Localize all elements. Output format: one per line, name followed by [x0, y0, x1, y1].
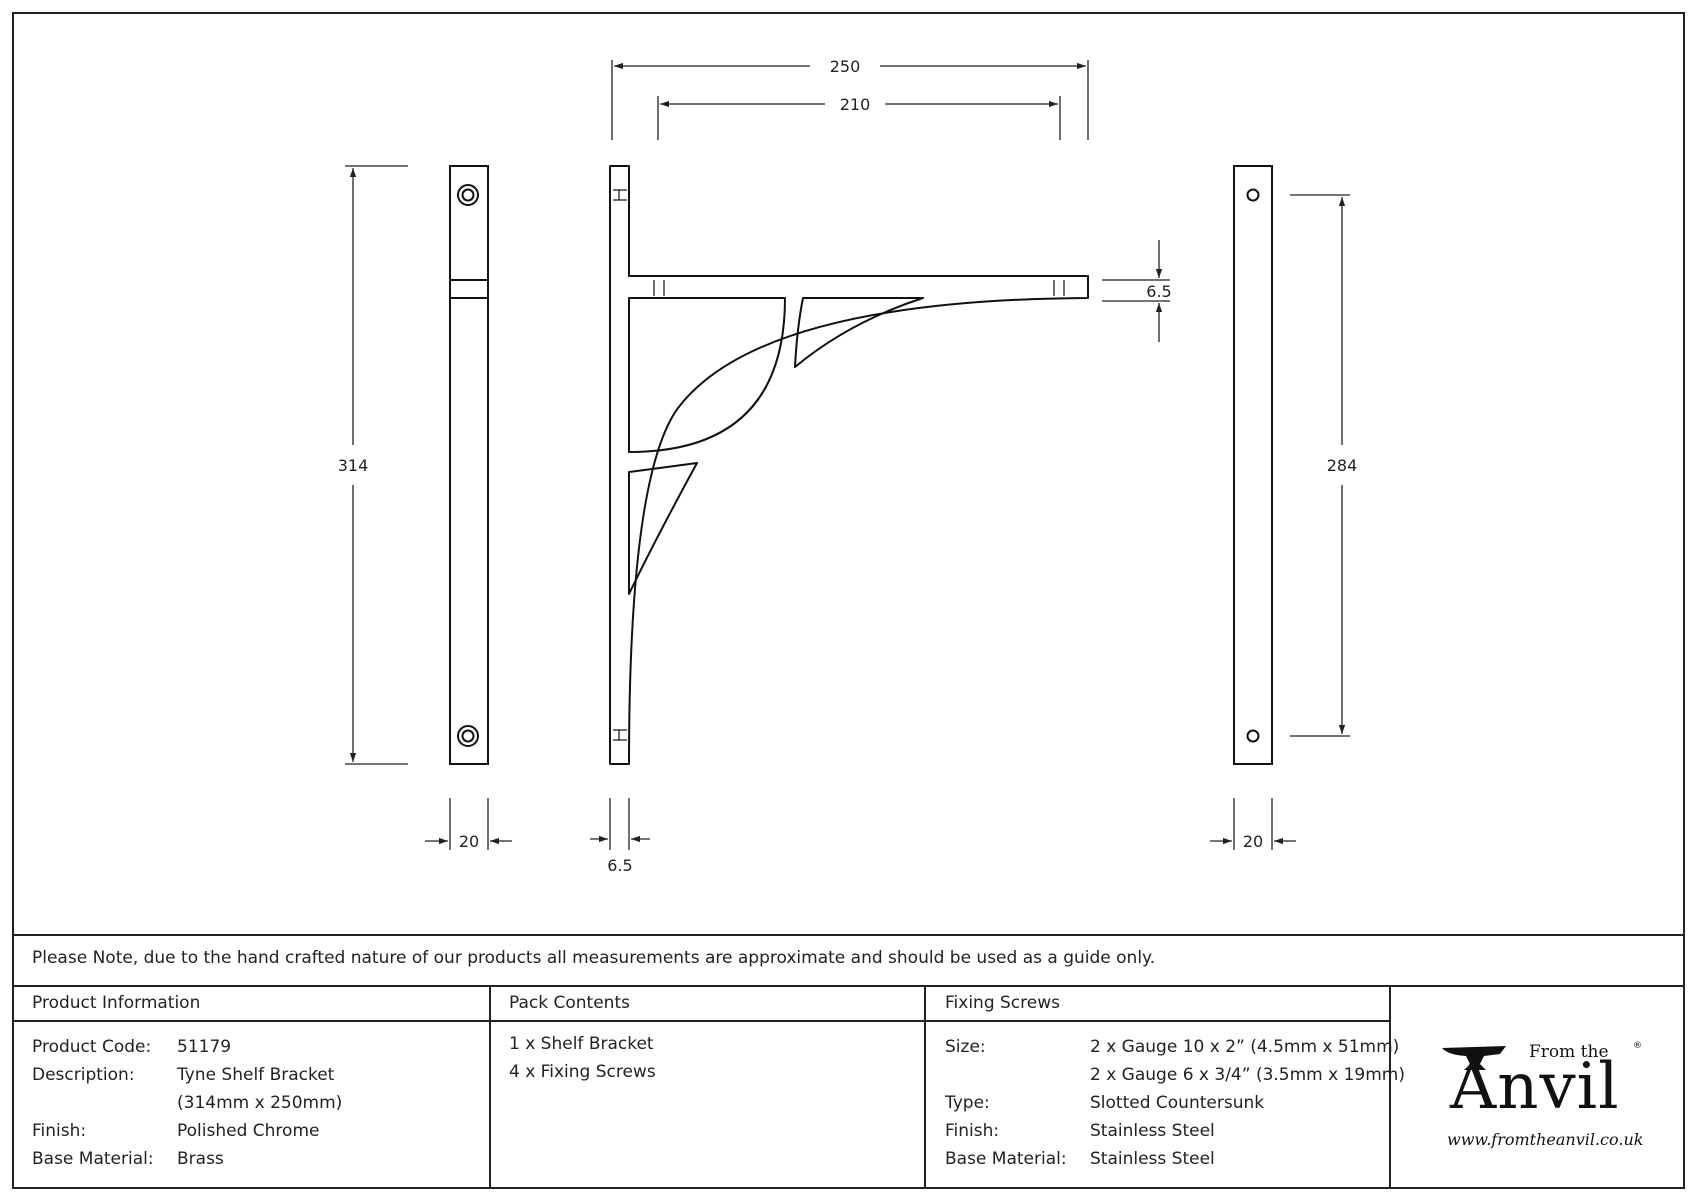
list-item: 4 x Fixing Screws — [509, 1062, 656, 1082]
measurement-note: Please Note, due to the hand crafted nat… — [32, 948, 1156, 968]
product-info-heading: Product Information — [32, 993, 201, 1013]
registered-mark: ® — [1633, 1041, 1642, 1051]
fixing-screws-row: Finish: Stainless Steel — [945, 1117, 1405, 1145]
front-view — [449, 165, 489, 765]
product-info-row: Base Material: Brass — [32, 1145, 342, 1173]
screw-material-value: Stainless Steel — [1090, 1149, 1215, 1169]
base-material-value: Brass — [177, 1149, 224, 1169]
product-info-label: Description: — [32, 1065, 135, 1085]
product-info-table: Product Code: 51179 Description: Tyne Shel… — [32, 1033, 342, 1173]
dim-overall-height: 314 — [338, 456, 369, 475]
dim-hole-spacing: 284 — [1327, 456, 1358, 475]
product-info-label: Base Material: — [32, 1149, 154, 1169]
product-info-row: Finish: Polished Chrome — [32, 1117, 342, 1145]
fixing-screws-row: 2 x Gauge 6 x 3/4” (3.5mm x 19mm) — [945, 1061, 1405, 1089]
fixing-screws-label: Type: — [945, 1093, 990, 1113]
fixing-hole-bottom — [1246, 729, 1260, 743]
fixing-screws-row: Type: Slotted Countersunk — [945, 1089, 1405, 1117]
dim-plate-thickness: 6.5 — [607, 856, 632, 875]
description-value: Tyne Shelf Bracket — [177, 1065, 335, 1085]
sheet-frame — [12, 12, 1685, 1189]
fixing-screws-label: Finish: — [945, 1121, 1000, 1141]
dim-arm-length: 210 — [840, 95, 871, 114]
screw-finish-value: Stainless Steel — [1090, 1121, 1215, 1141]
product-info-row: Description: Tyne Shelf Bracket — [32, 1061, 342, 1089]
product-info-row: Product Code: 51179 — [32, 1033, 342, 1061]
fixing-hole-top — [1246, 188, 1260, 202]
back-view — [1233, 165, 1273, 765]
product-info-label: Finish: — [32, 1121, 87, 1141]
fixing-screws-heading: Fixing Screws — [945, 993, 1060, 1013]
bracket-side-view — [609, 165, 1089, 765]
screw-type-value: Slotted Countersunk — [1090, 1093, 1265, 1113]
dimension-lines — [345, 60, 1350, 850]
logo-wordmark: Anvil — [1450, 1050, 1620, 1124]
description-size-value: (314mm x 250mm) — [177, 1093, 343, 1113]
dim-overall-width: 250 — [830, 57, 861, 76]
fixing-screws-row: Size: 2 x Gauge 10 x 2” (4.5mm x 51mm) — [945, 1033, 1405, 1061]
fixing-screws-label: Base Material: — [945, 1149, 1067, 1169]
pack-contents-heading: Pack Contents — [509, 993, 630, 1013]
logo-url: www.fromtheanvil.co.uk — [1447, 1130, 1644, 1149]
anvil-icon — [1442, 1046, 1506, 1070]
screw-hole-top — [457, 184, 479, 206]
list-item: 1 x Shelf Bracket — [509, 1034, 654, 1054]
dim-back-width: 20 — [1243, 832, 1263, 851]
fixing-screws-label: Size: — [945, 1037, 986, 1057]
logo-tagline: From the — [1529, 1042, 1609, 1062]
dim-arm-thickness: 6.5 — [1146, 282, 1171, 301]
screw-size-value: 2 x Gauge 10 x 2” (4.5mm x 51mm) — [1090, 1037, 1400, 1057]
pack-contents-list: 1 x Shelf Bracket 4 x Fixing Screws — [509, 1030, 656, 1086]
product-info-label: Product Code: — [32, 1037, 152, 1057]
anvil-logo: From the ® Anvil www.fromtheanvil.co.uk — [1392, 1032, 1692, 1172]
finish-value: Polished Chrome — [177, 1121, 320, 1141]
screw-hole-bottom — [457, 725, 479, 747]
fixing-screws-table: Size: 2 x Gauge 10 x 2” (4.5mm x 51mm) 2 … — [945, 1033, 1405, 1173]
fixing-screws-row: Base Material: Stainless Steel — [945, 1145, 1405, 1173]
product-code-value: 51179 — [177, 1037, 232, 1057]
dim-front-width: 20 — [459, 832, 479, 851]
screw-size-value-2: 2 x Gauge 6 x 3/4” (3.5mm x 19mm) — [1090, 1065, 1405, 1085]
countersink-marks — [613, 189, 1065, 741]
product-info-row: (314mm x 250mm) — [32, 1089, 342, 1117]
